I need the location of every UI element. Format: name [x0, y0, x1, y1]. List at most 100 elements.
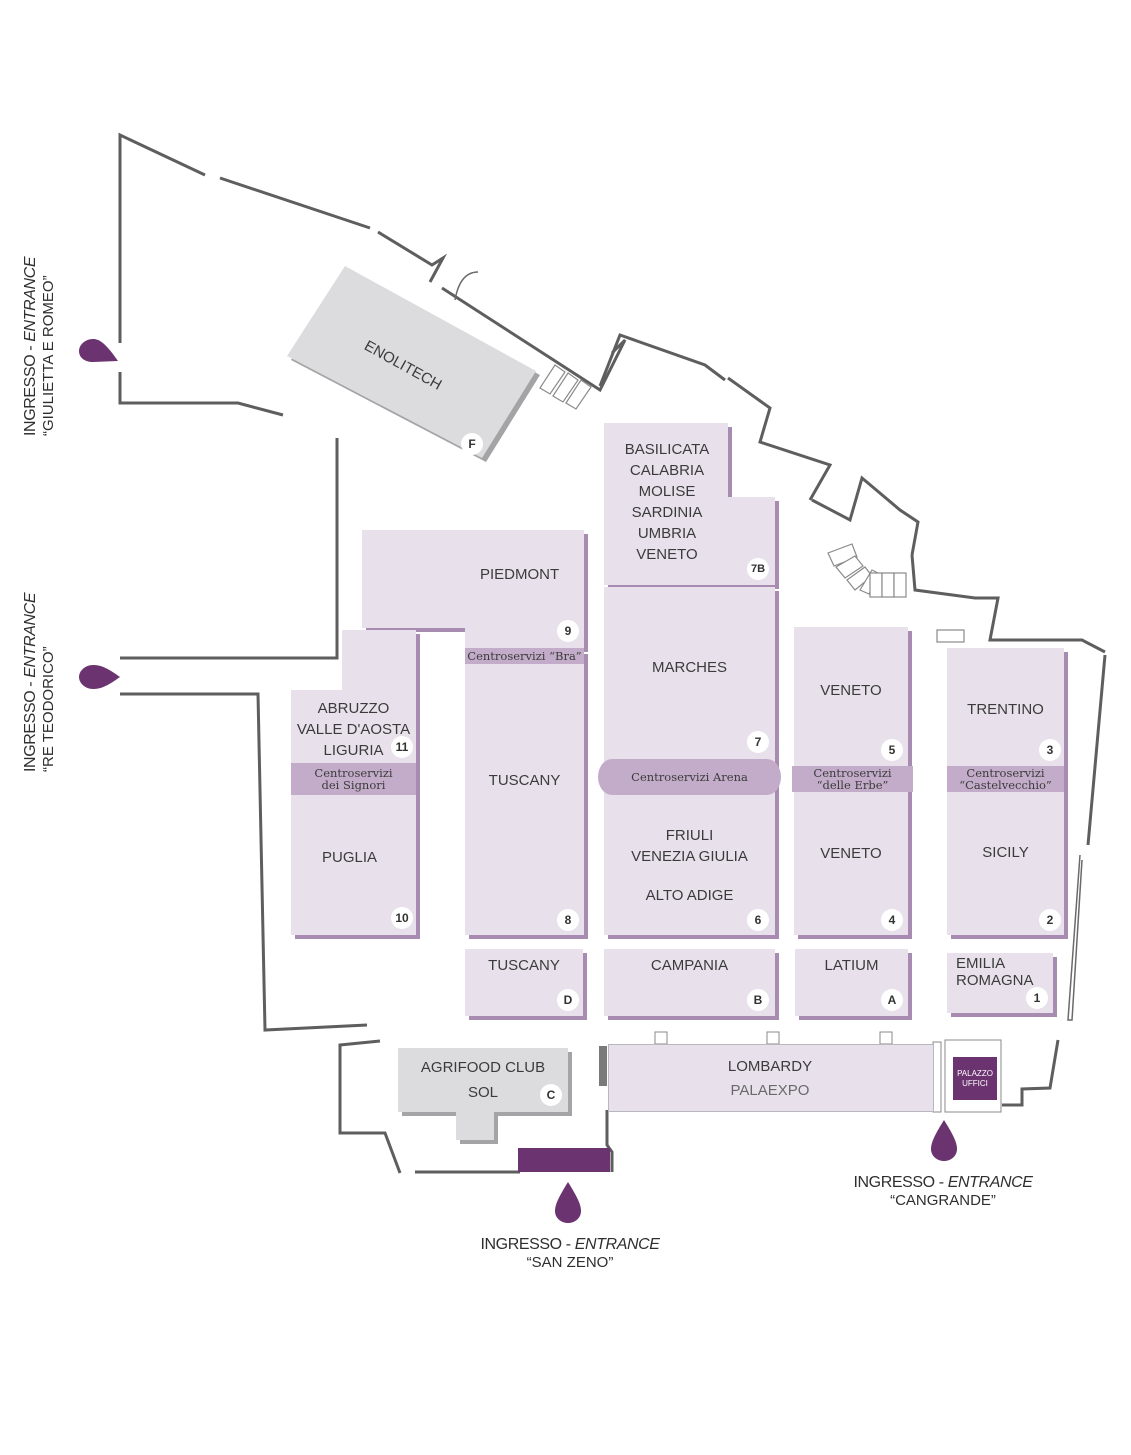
entrance-marker-giulietta-icon[interactable]: [76, 334, 120, 366]
pavilion-tuscany8-label: TUSCANY: [488, 772, 561, 789]
pavilion-agrifood-shape[interactable]: [398, 1048, 572, 1144]
region-abruzzo: ABRUZZO: [317, 700, 390, 717]
entrance-cangrande-name: “CANGRANDE”: [890, 1192, 996, 1209]
region-valle-daosta: VALLE D'AOSTA: [296, 721, 411, 738]
region-molise: MOLISE: [638, 483, 696, 500]
region-venezia-giulia: VENEZIA GIULIA: [631, 848, 748, 865]
pavilion-lombardy-palaexpo[interactable]: [608, 1044, 934, 1112]
pavilion-b[interactable]: [604, 949, 775, 1016]
wall-cangrande: [1002, 1039, 1060, 1107]
pavilion-friuli-label: FRIULI VENEZIA GIULIA ALTO ADIGE: [604, 825, 775, 906]
entrance-prefix: INGRESSO -: [22, 677, 39, 772]
entrance-word: ENTRANCE: [947, 1174, 1033, 1191]
pavilion-marches-label: MARCHES: [651, 659, 727, 676]
pavilion-7b-label[interactable]: BASILICATA CALABRIA MOLISE SARDINIA UMBR…: [606, 439, 728, 565]
pavilion-campania-label: CAMPANIA: [650, 957, 729, 974]
stairs-east: [827, 543, 965, 643]
wall-giulietta-lower: [118, 372, 284, 417]
centroservizi-bra[interactable]: Centroservizi “Bra”: [465, 648, 584, 664]
badge-3: 3: [1039, 739, 1061, 761]
cs-castelvecchio-line2: “Castelvecchio”: [959, 778, 1052, 792]
entrance-sanzeno-label: INGRESSO - ENTRANCE “SAN ZENO”: [470, 1236, 670, 1271]
wall-north-west: [118, 132, 206, 343]
centroservizi-castelvecchio[interactable]: Centroservizi“Castelvecchio”: [947, 766, 1064, 792]
entrance-cangrande-label: INGRESSO - ENTRANCE “CANGRANDE”: [843, 1174, 1043, 1209]
pavilion-veneto5-label: VENETO: [820, 682, 882, 699]
badge-b: B: [747, 989, 769, 1011]
entrance-sanzeno-name: “SAN ZENO”: [526, 1254, 614, 1271]
pavilion-latium-label: LATIUM: [824, 957, 879, 974]
region-calabria: CALABRIA: [629, 462, 705, 479]
cs-erbe-line2: “delle Erbe”: [816, 778, 889, 792]
pavilion-8[interactable]: [465, 650, 584, 935]
wall-teodorico-upper: [120, 438, 339, 660]
badge-11: 11: [391, 736, 413, 758]
pavilion-agrifood-label: AGRIFOOD CLUB SOL: [398, 1057, 568, 1103]
pavilion-puglia-label: PUGLIA: [321, 849, 378, 866]
pavilion-emilia-label: EMILIA ROMAGNA: [956, 955, 1034, 989]
stairs-enolitech: [539, 364, 592, 410]
palaexpo-label: PALAEXPO: [730, 1082, 810, 1099]
sol-text: SOL: [467, 1084, 498, 1101]
palazzo-line2: UFFICI: [962, 1078, 988, 1088]
agrifood-club-text: AGRIFOOD CLUB: [420, 1059, 546, 1076]
entrance-marker-sanzeno-icon[interactable]: [552, 1180, 584, 1226]
pavilion-trentino-label: TRENTINO: [967, 701, 1044, 718]
badge-4: 4: [881, 909, 903, 931]
entrance-marker-cangrande-icon[interactable]: [928, 1118, 960, 1164]
stair-lombardy: [599, 1046, 607, 1086]
pavilion-veneto4-label: VENETO: [820, 845, 882, 862]
wall-north-east: [441, 286, 627, 393]
badge-c: C: [540, 1084, 562, 1106]
entrance-prefix: INGRESSO -: [853, 1174, 948, 1191]
badge-7: 7: [747, 731, 769, 753]
centroservizi-erbe[interactable]: Centroservizi“delle Erbe”: [792, 766, 913, 792]
region-veneto-7b: VENETO: [636, 546, 698, 563]
badge-9: 9: [557, 620, 579, 642]
region-liguria: LIGURIA: [323, 742, 384, 759]
wall-north: [219, 176, 371, 230]
badge-10: 10: [391, 907, 413, 929]
entrance-prefix: INGRESSO -: [22, 341, 39, 436]
badge-1: 1: [1026, 987, 1048, 1009]
centroservizi-arena[interactable]: Centroservizi Arena: [598, 759, 781, 795]
region-alto-adige: ALTO ADIGE: [645, 887, 734, 904]
region-friuli: FRIULI: [665, 827, 714, 844]
pavilion-lombardy-label: LOMBARDY: [727, 1058, 813, 1075]
wall-teodorico-lower: [120, 692, 368, 1032]
badge-a: A: [881, 989, 903, 1011]
region-basilicata: BASILICATA: [624, 441, 710, 458]
pavilion-tuscanyD-label: TUSCANY: [488, 957, 560, 974]
region-umbria: UMBRIA: [637, 525, 697, 542]
entrance-teodorico-name: “RE TEODORICO”: [40, 646, 57, 772]
cs-castelvecchio-line1: Centroservizi: [966, 766, 1045, 780]
badge-6: 6: [747, 909, 769, 931]
pavilion-enolitech-shape[interactable]: [287, 266, 540, 462]
cs-signori-line2: dei Signori: [321, 778, 386, 792]
entrance-marker-teodorico-icon[interactable]: [76, 661, 122, 693]
pavilion-sicily-label: SICILY: [982, 844, 1029, 861]
entrance-prefix: INGRESSO -: [480, 1236, 575, 1253]
badge-enolitech: F: [461, 433, 483, 455]
entrance-word: ENTRANCE: [22, 256, 39, 342]
badge-2: 2: [1039, 909, 1061, 931]
san-zeno-gate: [518, 1148, 610, 1172]
palazzo-line1: PALAZZO: [957, 1068, 993, 1078]
entrance-word: ENTRANCE: [574, 1236, 660, 1253]
badge-d: D: [557, 989, 579, 1011]
cs-signori-line1: Centroservizi: [314, 766, 393, 780]
entrance-teodorico-label: INGRESSO - ENTRANCE “RE TEODORICO”: [22, 593, 57, 772]
region-sardinia: SARDINIA: [631, 504, 703, 521]
entrance-giulietta-name: “GIULIETTA E ROMEO”: [40, 275, 57, 436]
badge-7b: 7B: [747, 558, 769, 580]
pavilion-abruzzo-label[interactable]: ABRUZZO VALLE D'AOSTA LIGURIA: [291, 698, 416, 761]
wall-east: [727, 376, 833, 501]
wall-sanzeno: [338, 1039, 402, 1174]
entrance-giulietta-label: INGRESSO - ENTRANCE “GIULIETTA E ROMEO”: [22, 257, 57, 436]
pavilion-piedmont-label[interactable]: PIEDMONT: [480, 566, 560, 583]
region-romagna: ROMAGNA: [956, 972, 1034, 989]
cs-erbe-line1: Centroservizi: [813, 766, 892, 780]
